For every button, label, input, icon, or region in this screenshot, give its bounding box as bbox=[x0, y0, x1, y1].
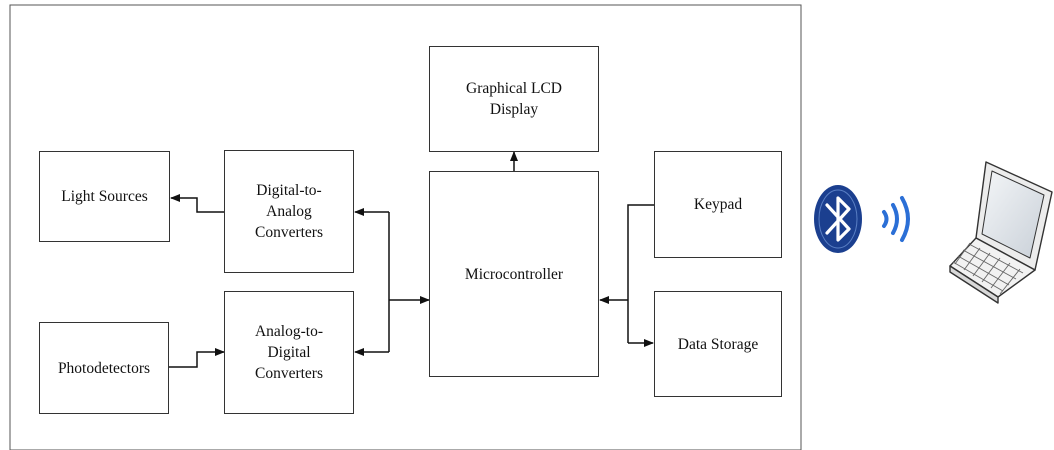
block-graphical-lcd-display-label: Graphical LCD Display bbox=[466, 80, 562, 118]
block-adc: Analog-to- Digital Converters bbox=[224, 291, 354, 414]
block-graphical-lcd-display: Graphical LCD Display bbox=[429, 46, 599, 152]
connector-photodetectors-to-adc bbox=[169, 348, 225, 368]
block-adc-label: Analog-to- Digital Converters bbox=[254, 323, 323, 382]
block-light-sources: Light Sources bbox=[39, 151, 170, 242]
block-photodetectors-label: Photodetectors bbox=[57, 359, 151, 377]
connector-dac-to-light-sources bbox=[170, 194, 225, 213]
block-data-storage-label: Data Storage bbox=[677, 335, 759, 353]
block-dac: Digital-to- Analog Converters bbox=[224, 150, 354, 273]
block-data-storage: Data Storage bbox=[654, 291, 782, 397]
block-keypad: Keypad bbox=[654, 151, 782, 258]
block-photodetectors: Photodetectors bbox=[39, 322, 169, 414]
bluetooth-icon bbox=[814, 185, 862, 253]
block-microcontroller: Microcontroller bbox=[429, 171, 599, 377]
block-microcontroller-label: Microcontroller bbox=[464, 265, 564, 283]
block-keypad-label: Keypad bbox=[693, 196, 743, 213]
laptop-icon bbox=[949, 161, 1053, 304]
block-dac-label: Digital-to- Analog Converters bbox=[254, 182, 323, 241]
connector-right-trunk bbox=[627, 204, 654, 343]
block-light-sources-label: Light Sources bbox=[61, 188, 148, 205]
system-boundary bbox=[9, 4, 802, 450]
wireless-signal-icon bbox=[882, 196, 910, 242]
